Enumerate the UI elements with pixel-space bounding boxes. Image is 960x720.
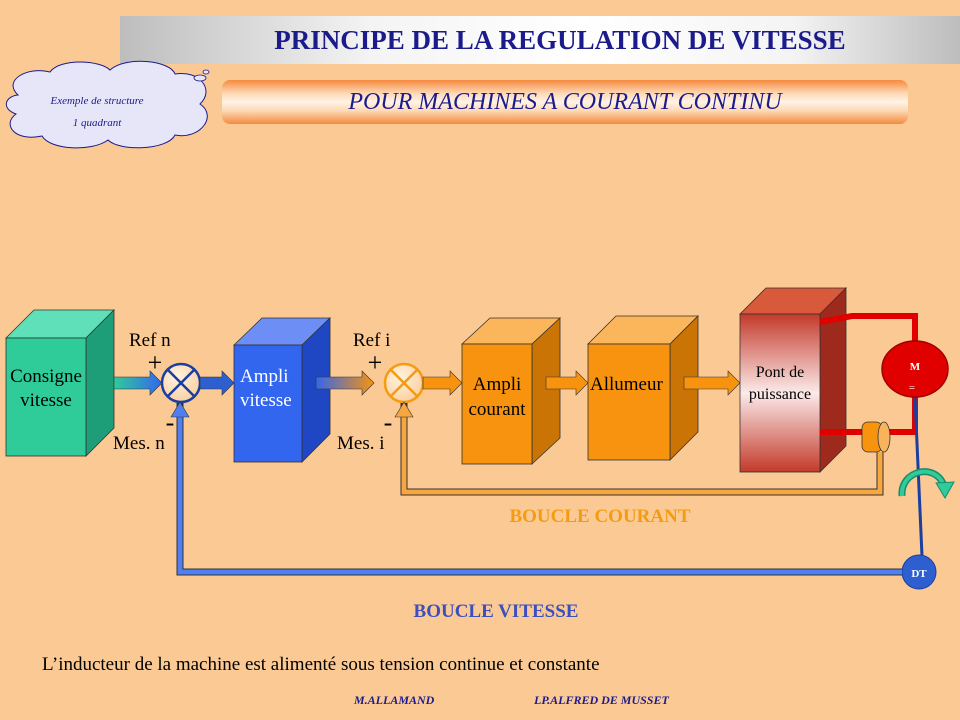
page-subtitle: POUR MACHINES A COURANT CONTINU bbox=[348, 88, 782, 115]
arrow-to-ampli-vitesse bbox=[199, 370, 235, 396]
ref-i-label: Ref i bbox=[353, 330, 390, 351]
plus-sign-current: + bbox=[368, 348, 383, 377]
current-loop-label: BOUCLE COURANT bbox=[509, 506, 690, 527]
speed-loop-line bbox=[177, 406, 902, 575]
block-ampli-vitesse: Ampli vitesse bbox=[233, 317, 331, 463]
motor-shaft bbox=[913, 397, 924, 557]
arrow-consigne bbox=[113, 370, 163, 396]
tacho-label: DT bbox=[911, 568, 927, 580]
ampli-courant-label-2: courant bbox=[469, 399, 527, 420]
minus-sign-speed: - bbox=[166, 408, 175, 437]
motor: M = bbox=[881, 340, 949, 398]
consigne-label-1: Consigne bbox=[10, 366, 82, 387]
block-allumeur: Allumeur bbox=[587, 315, 699, 461]
pont-label-2: puissance bbox=[749, 386, 811, 403]
cloud-line1: Exemple de structure bbox=[49, 95, 143, 107]
ref-n-label: Ref n bbox=[129, 330, 171, 351]
current-sensor bbox=[861, 421, 891, 453]
ampli-vitesse-label-1: Ampli bbox=[240, 366, 289, 387]
rotation-arrow-icon bbox=[898, 468, 955, 499]
comparator-speed: Ref n + - Mes. n bbox=[113, 330, 202, 454]
block-pont-puissance: Pont de puissance bbox=[739, 287, 847, 473]
comparator-current: Ref i + - Mes. i bbox=[337, 330, 425, 454]
plus-sign-speed: + bbox=[148, 348, 163, 377]
footer-note: L’inducteur de la machine est alimenté s… bbox=[42, 654, 600, 675]
speed-loop-arrowhead bbox=[170, 401, 190, 418]
subtitle-bar: POUR MACHINES A COURANT CONTINU bbox=[222, 80, 908, 124]
mes-i-label: Mes. i bbox=[337, 433, 385, 454]
tacho-dt: DT bbox=[901, 554, 937, 590]
allumeur-label: Allumeur bbox=[590, 374, 663, 395]
cloud-note: Exemple de structure 1 quadrant bbox=[5, 60, 210, 149]
motor-label: M bbox=[910, 361, 921, 373]
arrow-to-ampli-courant bbox=[422, 370, 463, 396]
ampli-vitesse-label-2: vitesse bbox=[240, 390, 292, 411]
speed-loop-label: BOUCLE VITESSE bbox=[414, 601, 579, 622]
footer-school: LP.ALFRED DE MUSSET bbox=[534, 693, 669, 707]
current-loop-line bbox=[401, 406, 883, 495]
minus-sign-current: - bbox=[384, 408, 393, 437]
mes-n-label: Mes. n bbox=[113, 433, 165, 454]
footer-author: M.ALLAMAND bbox=[354, 693, 435, 707]
consigne-label-2: vitesse bbox=[20, 390, 72, 411]
arrow-to-allumeur bbox=[545, 370, 589, 396]
block-consigne-vitesse: Consigne vitesse bbox=[5, 309, 115, 457]
current-loop-arrowhead bbox=[394, 401, 414, 418]
cloud-line2: 1 quadrant bbox=[73, 117, 123, 129]
arrow-to-pont bbox=[683, 370, 741, 396]
pont-label-1: Pont de bbox=[756, 364, 804, 381]
title-bar: PRINCIPE DE LA REGULATION DE VITESSE bbox=[120, 16, 960, 64]
motor-symbol: = bbox=[909, 382, 915, 394]
page-title: PRINCIPE DE LA REGULATION DE VITESSE bbox=[274, 24, 846, 55]
block-ampli-courant: Ampli courant bbox=[460, 317, 562, 465]
ampli-courant-label-1: Ampli bbox=[473, 374, 522, 395]
arrow-ref-i bbox=[315, 370, 375, 396]
